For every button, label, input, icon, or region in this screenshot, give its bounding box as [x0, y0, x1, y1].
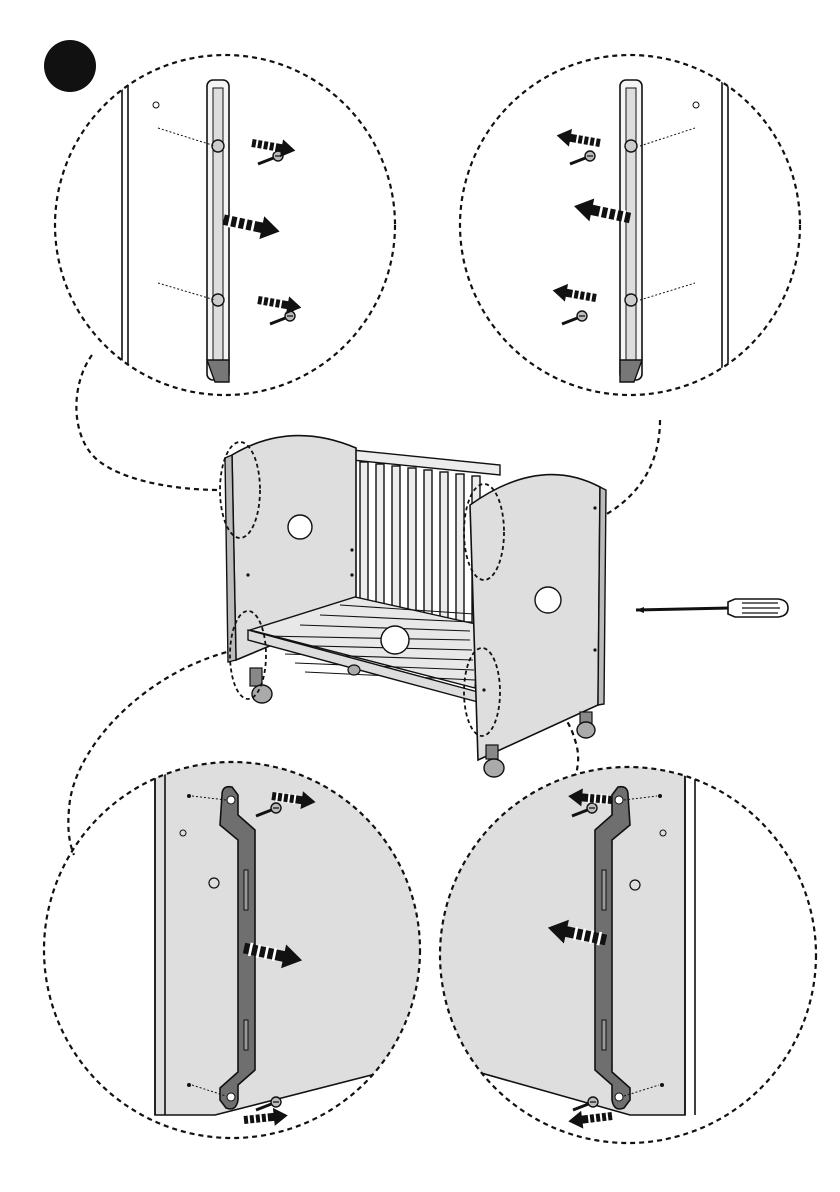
part-label-circle [288, 515, 312, 539]
detail-bottom-right [435, 760, 825, 1150]
part-label-circle [535, 587, 561, 613]
detail-bottom-left [40, 760, 430, 1150]
side-rail [207, 80, 229, 382]
part-label-circle [381, 626, 409, 654]
side-rail [620, 80, 642, 382]
screwdriver-icon [636, 599, 788, 617]
detail-top-left [40, 40, 420, 420]
step-badge [44, 40, 96, 92]
crib [220, 436, 606, 777]
detail-top-right [450, 40, 830, 420]
